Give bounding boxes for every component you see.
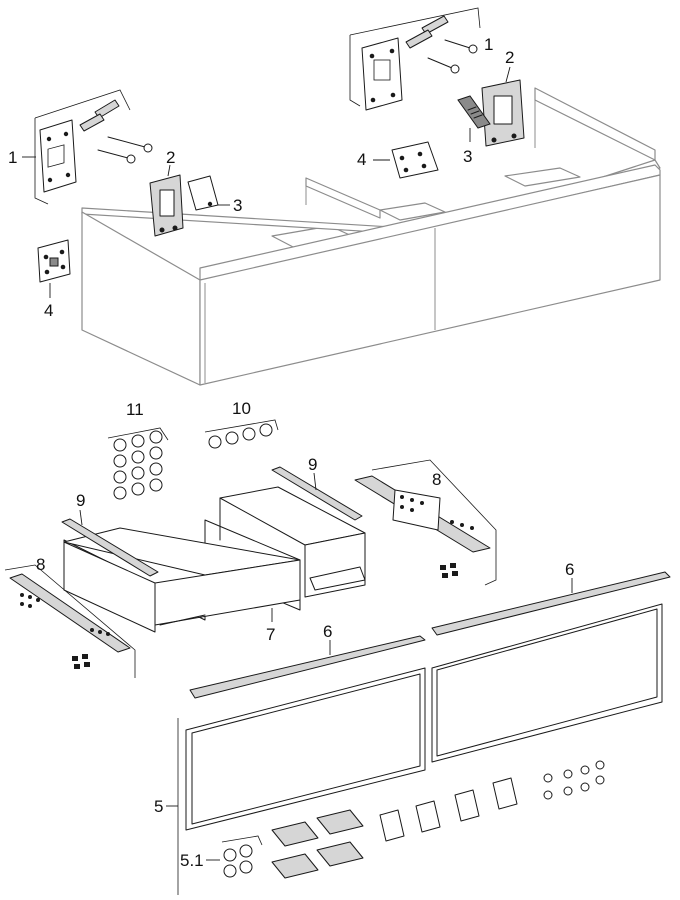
- label-4-left: 4: [44, 301, 53, 320]
- drawer-front-left: [63, 541, 156, 633]
- trim-strip-left: [189, 635, 426, 699]
- label-6-right: 6: [565, 560, 574, 579]
- label-1-right: 1: [484, 35, 493, 54]
- label-8-right: 8: [432, 470, 441, 489]
- runner-left: [4, 564, 136, 678]
- angle-bracket-right: [391, 141, 439, 179]
- cabinet-side-top: [534, 87, 656, 161]
- trim-strip-right: [431, 571, 671, 636]
- drawer-rail-top-right: [271, 466, 363, 521]
- label-11: 11: [126, 400, 144, 419]
- drawer-front-panels: [177, 603, 663, 895]
- wall-plate-right: [361, 37, 403, 111]
- label-3-left: 3: [233, 196, 242, 215]
- cabinet-front-face: [199, 174, 661, 386]
- label-2-right: 2: [505, 48, 514, 67]
- label-9-top: 9: [308, 455, 317, 474]
- drawer-rail-left: [61, 518, 159, 577]
- runner-right: [354, 459, 497, 586]
- label-6-left: 6: [323, 622, 332, 641]
- cover-caps-10: [204, 419, 279, 449]
- label-7: 7: [266, 625, 275, 644]
- label-8-left: 8: [36, 555, 45, 574]
- label-3-right: 3: [463, 147, 472, 166]
- label-10: 10: [232, 399, 251, 418]
- vanity-cabinet: [81, 87, 661, 386]
- right-wall-bracket-set: [349, 7, 525, 179]
- label-9-left: 9: [76, 491, 85, 510]
- callout-labels: 1 2 3 4 1 2 3 4 11 10 9 9 8 8 7 6 6 5 5.…: [8, 35, 574, 870]
- label-4-middle: 4: [357, 150, 366, 169]
- adjuster-right: [457, 95, 491, 129]
- label-2-left: 2: [166, 148, 175, 167]
- cabinet-left-face: [81, 211, 201, 386]
- drawer-body: [63, 486, 366, 633]
- front-hardware-set: [221, 760, 605, 879]
- adjuster-left: [187, 175, 219, 211]
- wall-plate-left: [39, 119, 77, 193]
- label-5-1: 5.1: [180, 851, 204, 870]
- cover-caps-11: [107, 427, 169, 500]
- label-1-left: 1: [8, 148, 17, 167]
- label-5: 5: [154, 797, 163, 816]
- left-wall-bracket-set: [34, 89, 219, 283]
